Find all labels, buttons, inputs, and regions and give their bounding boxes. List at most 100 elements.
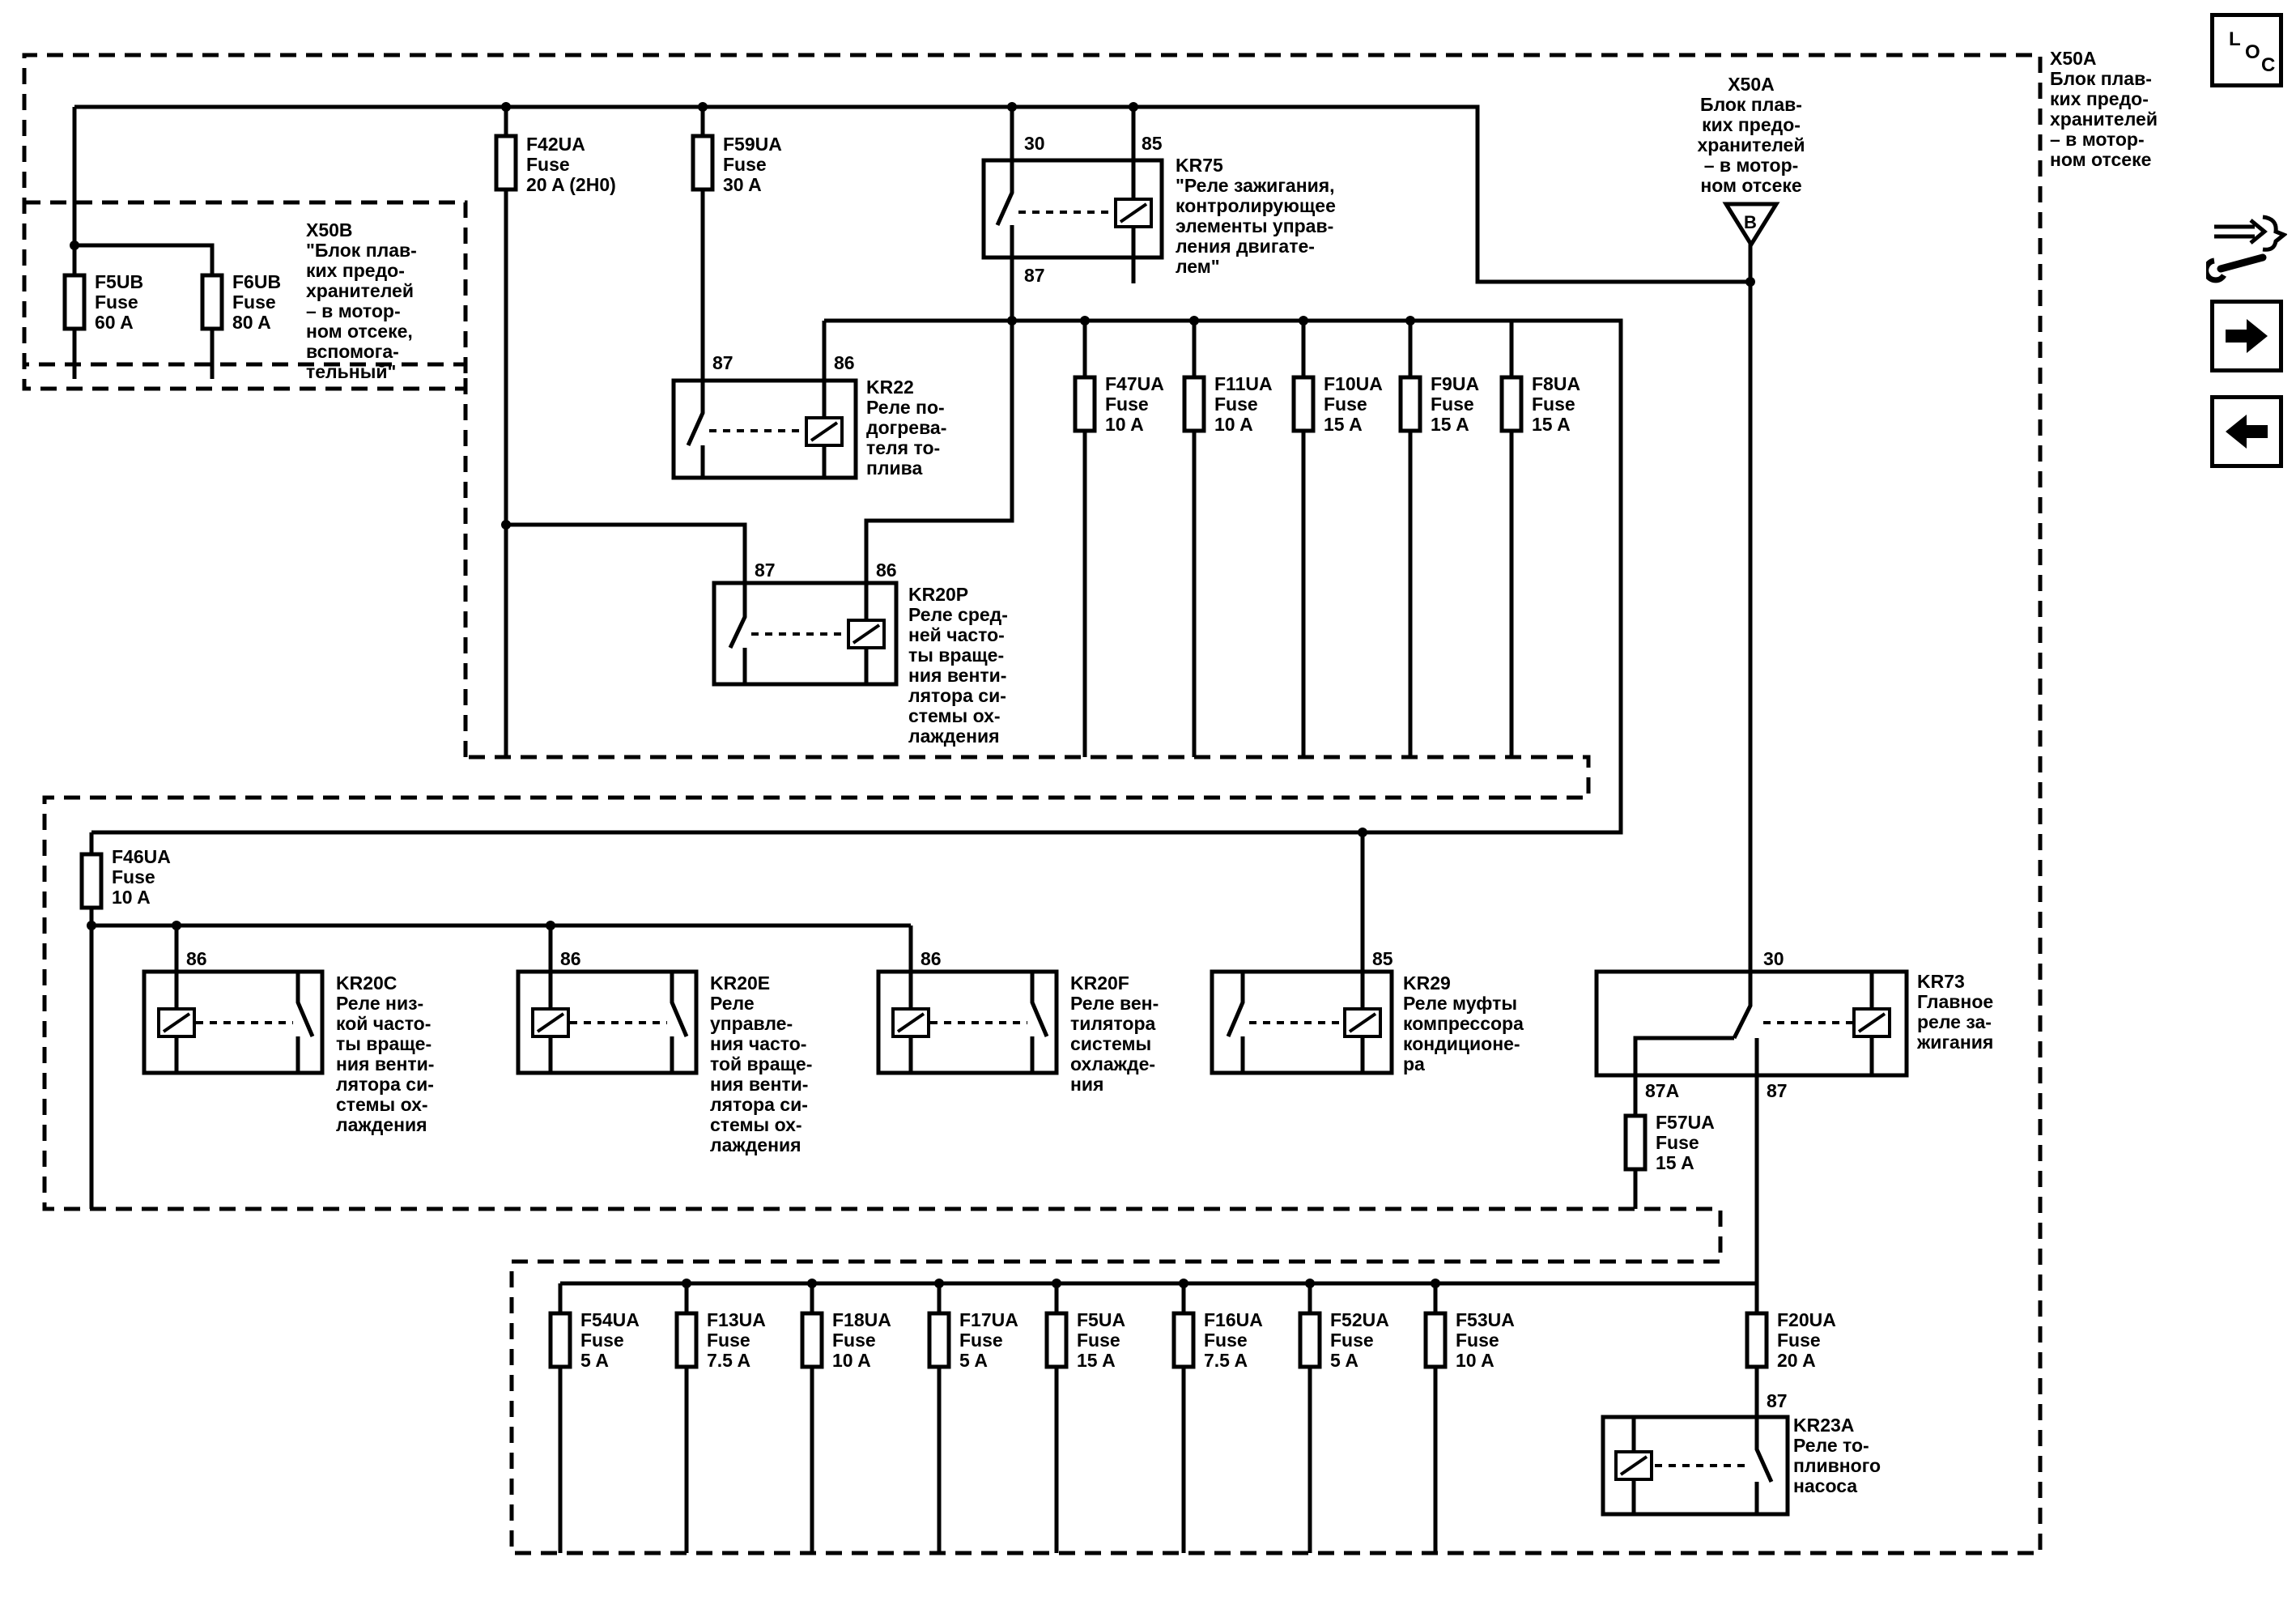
label-line: ты враще- — [336, 1033, 432, 1054]
relay-kr75 — [981, 158, 1164, 260]
fuse-label-line: F13UA — [707, 1309, 766, 1330]
label-line: KR73 — [1917, 971, 1965, 992]
label-line: KR22 — [866, 377, 914, 398]
fuse-label-line: F11UA — [1214, 373, 1273, 394]
next-page-button[interactable] — [2210, 300, 2283, 372]
fuse-label-line: Fuse — [832, 1330, 876, 1351]
label-line: Главное — [1917, 991, 1993, 1012]
kr20e-pin-86: 86 — [560, 948, 581, 969]
label-line: Реле сред- — [908, 604, 1008, 625]
kr73-pin-30: 30 — [1763, 948, 1784, 969]
label-line: KR20C — [336, 972, 397, 994]
kr20c-pin-86: 86 — [186, 948, 207, 969]
relay-kr29 — [1210, 969, 1394, 1075]
label-line: KR20F — [1070, 972, 1129, 994]
fuse-label-line: Fuse — [1431, 394, 1474, 415]
relay-kr20p — [712, 581, 899, 687]
fuse-label-line: 5 A — [1330, 1350, 1358, 1371]
fuse-f57ua — [1623, 1113, 1648, 1172]
label-line: пливного — [1793, 1455, 1881, 1476]
label-line: хранителей — [2050, 109, 2158, 130]
fuse-label-line: 10 A — [1105, 414, 1144, 435]
kr75-pin-30: 30 — [1024, 133, 1045, 154]
fuse-label-line: 10 A — [832, 1350, 871, 1371]
x50b-boundary — [22, 200, 468, 391]
connector-b-label: B — [1744, 212, 1757, 232]
fuse-label-line: 15 A — [1532, 414, 1571, 435]
label-line: ния венти- — [908, 665, 1006, 686]
x50b-label: X50B"Блок плав-ких предо-хранителей– в м… — [306, 219, 417, 382]
fuse-label-line: F18UA — [832, 1309, 891, 1330]
fuse-label-line: Fuse — [1214, 394, 1258, 415]
label-line: ния венти- — [710, 1074, 808, 1095]
label-line: ния венти- — [336, 1053, 434, 1074]
fuse-label-line: 20 A (2H0) — [526, 174, 616, 195]
label-line: KR23A — [1793, 1415, 1854, 1436]
fuse-label-line: Fuse — [1456, 1330, 1499, 1351]
label-line: реле за- — [1917, 1011, 1992, 1032]
fuse-label-line: F42UA — [526, 134, 585, 155]
label-line: тельный" — [306, 361, 396, 382]
fuse-label-line: F59UA — [723, 134, 782, 155]
label-line: ких предо- — [306, 260, 405, 281]
fuse-f5ua — [1044, 1311, 1069, 1369]
fuse-label-line: 7.5 A — [1204, 1350, 1248, 1371]
label-line: лаждения — [336, 1114, 427, 1135]
label-line: плива — [866, 457, 922, 479]
label-line: Блок плав- — [2050, 68, 2152, 89]
fuse-label-line: Fuse — [580, 1330, 624, 1351]
connector-b: B — [1722, 202, 1780, 249]
label-line: X50B — [306, 219, 353, 240]
fuse-f16ua — [1171, 1311, 1196, 1369]
fuse-label-line: 30 A — [723, 174, 762, 195]
connector-tool-icon[interactable] — [2206, 202, 2287, 283]
previous-page-button[interactable] — [2210, 395, 2283, 468]
fuse-f17ua — [927, 1311, 951, 1369]
label-line: X50A — [2050, 48, 2097, 69]
label-line: ления двигате- — [1176, 236, 1315, 257]
kr73-pin-87a: 87A — [1645, 1080, 1679, 1101]
fuse-label-line: 15 A — [1431, 414, 1469, 435]
label-line: KR20P — [908, 584, 968, 605]
fuse-label-line: 5 A — [959, 1350, 988, 1371]
label-line: ния часто- — [710, 1033, 806, 1054]
label-line: – в мотор- — [306, 300, 401, 321]
fuse-label-line: 20 A — [1777, 1350, 1816, 1371]
fuse-label-line: F47UA — [1105, 373, 1164, 394]
fuse-label-line: Fuse — [1532, 394, 1575, 415]
fuse-f5ub — [62, 273, 87, 331]
label-line: "Блок плав- — [306, 240, 417, 261]
label-line: лаждения — [710, 1134, 801, 1155]
fuse-label-line: 5 A — [580, 1350, 609, 1371]
label-line: насоса — [1793, 1475, 1857, 1496]
label-line: ких предо- — [2050, 88, 2149, 109]
kr75-pin-87: 87 — [1024, 265, 1045, 286]
fuse-f20ua — [1745, 1311, 1769, 1369]
label-line: ния — [1070, 1074, 1103, 1095]
kr20f-pin-86: 86 — [921, 948, 942, 969]
loc-icon[interactable]: L O C — [2210, 13, 2283, 87]
label-line: Реле низ- — [336, 993, 423, 1014]
fuse-f52ua — [1298, 1311, 1322, 1369]
label-line: – в мотор- — [1704, 155, 1799, 176]
label-line: KR29 — [1403, 972, 1451, 994]
fuse-label-line: F10UA — [1324, 373, 1383, 394]
relay-kr20c — [142, 969, 325, 1075]
